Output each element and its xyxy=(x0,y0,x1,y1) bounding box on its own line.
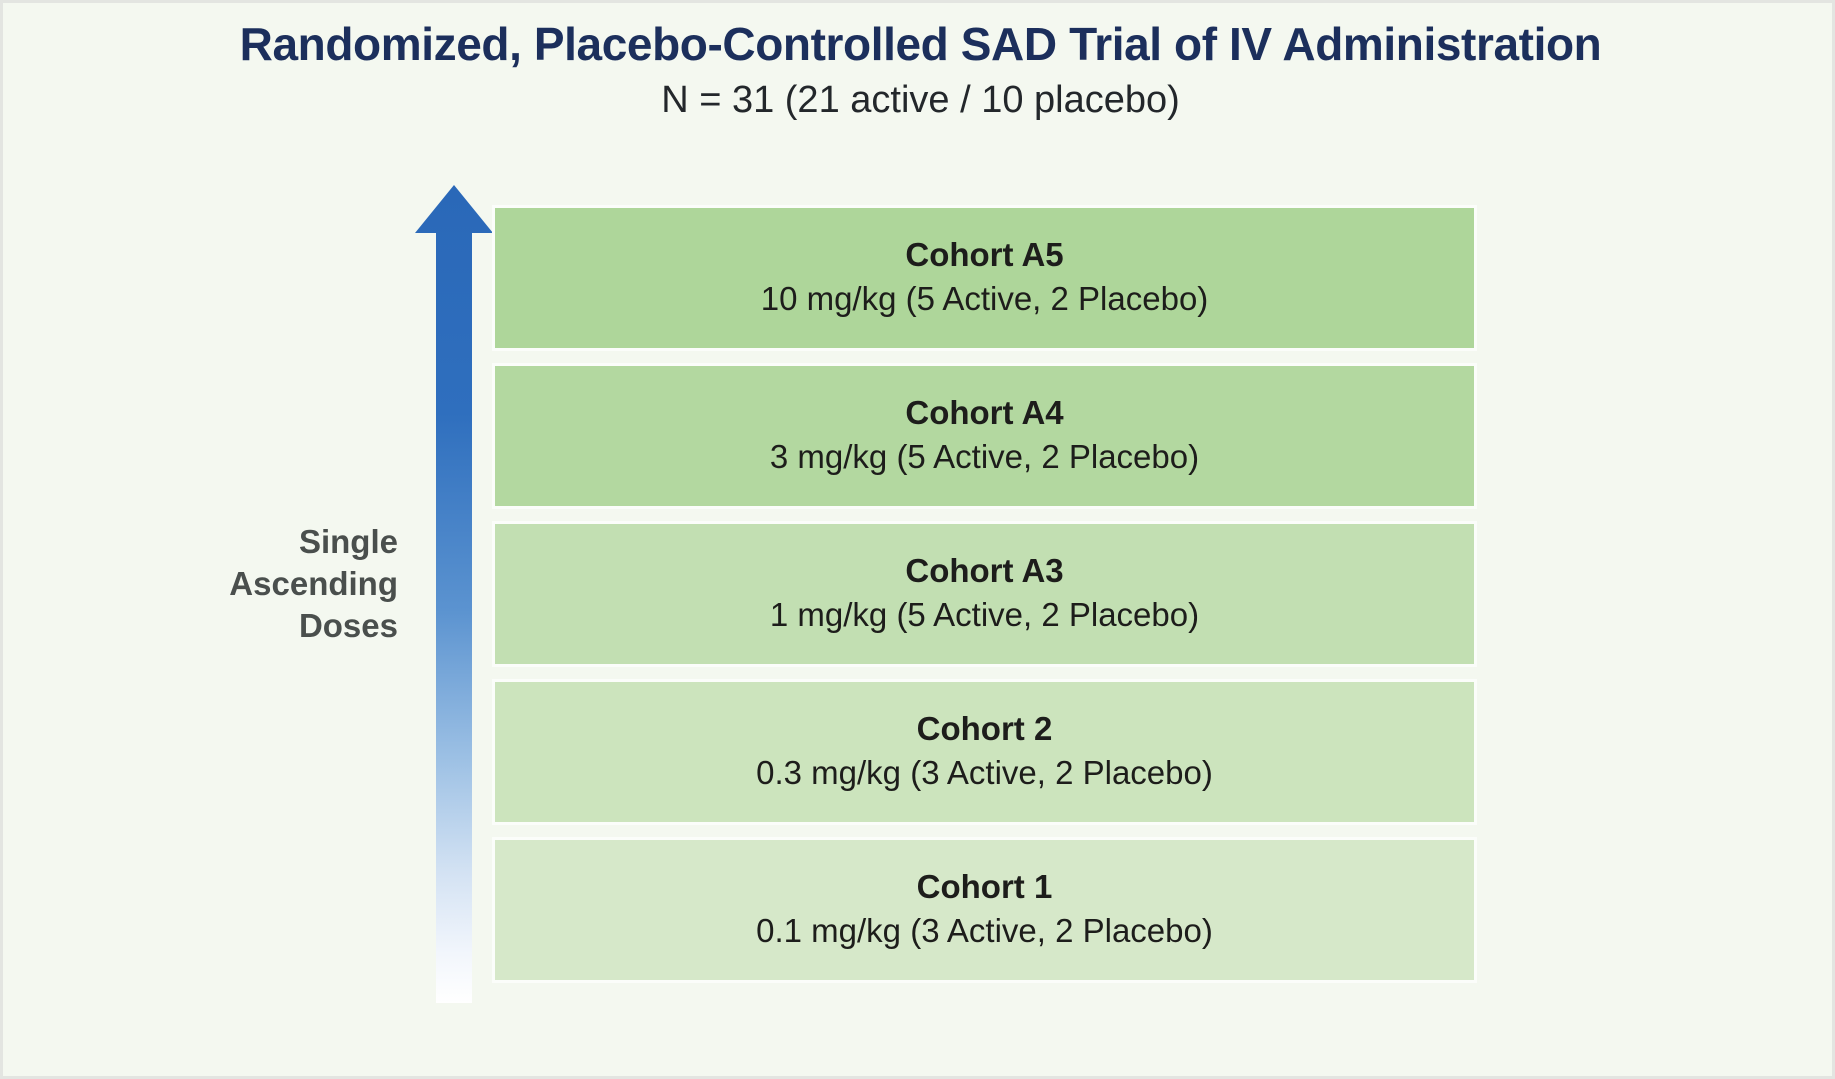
cohort-name: Cohort A4 xyxy=(905,394,1064,432)
cohort-box-2[interactable]: Cohort 2 0.3 mg/kg (3 Active, 2 Placebo) xyxy=(492,679,1477,825)
cohort-box-a3[interactable]: Cohort A3 1 mg/kg (5 Active, 2 Placebo) xyxy=(492,521,1477,667)
up-arrow-icon xyxy=(415,185,493,1003)
cohort-dose: 3 mg/kg (5 Active, 2 Placebo) xyxy=(769,438,1200,476)
cohort-dose: 0.3 mg/kg (3 Active, 2 Placebo) xyxy=(756,754,1213,792)
cohort-name: Cohort 1 xyxy=(916,868,1053,906)
page-subtitle: N = 31 (21 active / 10 placebo) xyxy=(661,78,1180,121)
axis-label-single-ascending-doses: Single Ascending Doses xyxy=(123,521,398,648)
cohort-name: Cohort A5 xyxy=(905,236,1064,274)
cohort-dose: 1 mg/kg (5 Active, 2 Placebo) xyxy=(769,596,1200,634)
cohort-box-a5[interactable]: Cohort A5 10 mg/kg (5 Active, 2 Placebo) xyxy=(492,205,1477,351)
cohort-name: Cohort 2 xyxy=(916,710,1053,748)
axis-label-line-2: Ascending xyxy=(229,565,398,603)
cohort-box-1[interactable]: Cohort 1 0.1 mg/kg (3 Active, 2 Placebo) xyxy=(492,837,1477,983)
cohort-box-a4[interactable]: Cohort A4 3 mg/kg (5 Active, 2 Placebo) xyxy=(492,363,1477,509)
cohort-dose: 10 mg/kg (5 Active, 2 Placebo) xyxy=(760,280,1209,318)
cohort-name: Cohort A3 xyxy=(905,552,1064,590)
slide-header: Randomized, Placebo-Controlled SAD Trial… xyxy=(3,18,1832,122)
cohort-dose: 0.1 mg/kg (3 Active, 2 Placebo) xyxy=(756,912,1213,950)
axis-label-line-1: Single xyxy=(298,523,398,560)
page-title: Randomized, Placebo-Controlled SAD Trial… xyxy=(239,18,1602,70)
axis-label-line-3: Doses xyxy=(298,607,398,645)
